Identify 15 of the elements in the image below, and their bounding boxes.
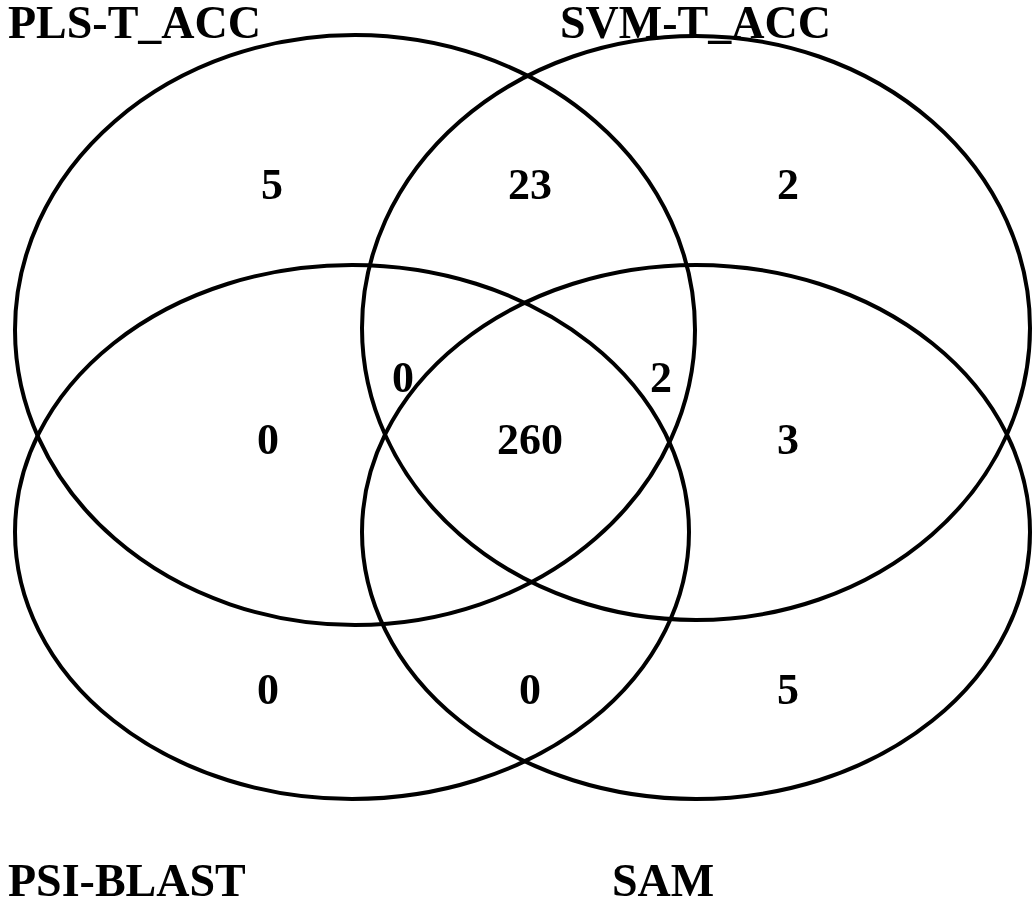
- region-count: 0: [257, 668, 279, 712]
- region-count: 0: [257, 418, 279, 462]
- set-label: SAM: [612, 858, 715, 904]
- region-count: 5: [261, 163, 283, 207]
- set-label: PSI-BLAST: [8, 858, 246, 904]
- region-count: 5: [777, 668, 799, 712]
- region-count: 23: [508, 163, 552, 207]
- region-count: 260: [497, 418, 563, 462]
- region-count: 0: [519, 668, 541, 712]
- region-count: 2: [777, 163, 799, 207]
- region-count: 2: [650, 356, 672, 400]
- set-label: PLS-T_ACC: [8, 0, 262, 46]
- region-count: 3: [777, 418, 799, 462]
- set-label: SVM-T_ACC: [560, 0, 831, 46]
- region-count: 0: [392, 356, 414, 400]
